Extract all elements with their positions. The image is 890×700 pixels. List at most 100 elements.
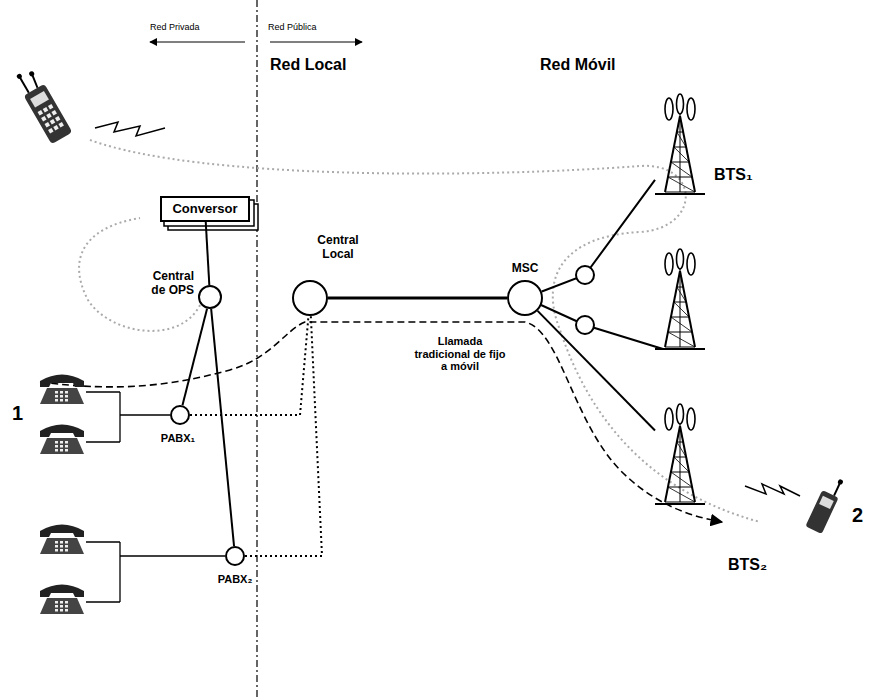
phone-key xyxy=(60,441,63,444)
phone-key xyxy=(55,545,58,548)
node-outline xyxy=(226,547,244,565)
network-link xyxy=(542,180,655,292)
mast-brace xyxy=(677,442,683,443)
mast-brace xyxy=(677,287,686,302)
antenna-panel xyxy=(665,408,673,430)
phone-key xyxy=(65,605,68,608)
antenna-tip xyxy=(837,479,844,486)
desk-phone xyxy=(40,425,84,455)
mast-brace xyxy=(665,347,695,348)
antenna-panel xyxy=(665,98,673,120)
mast-brace xyxy=(674,147,689,162)
phone-key xyxy=(60,445,63,448)
network-divider xyxy=(256,0,257,700)
phone-wire xyxy=(86,601,120,602)
node-label: BTS₁ xyxy=(714,166,753,184)
phone-body xyxy=(40,438,84,454)
node-outline xyxy=(170,405,190,425)
callout-number: 2 xyxy=(852,504,863,527)
phone-key xyxy=(55,445,58,448)
mast-brace xyxy=(668,487,695,502)
phone-key xyxy=(50,119,55,124)
phone-key xyxy=(65,609,68,612)
mast-leg xyxy=(665,271,680,347)
node-label: MSC xyxy=(512,262,539,276)
mast-brace xyxy=(674,457,686,458)
phone-key xyxy=(55,391,58,394)
phone-key xyxy=(55,601,58,604)
phone-key xyxy=(60,449,63,452)
network-link xyxy=(328,297,507,300)
phone-key xyxy=(60,549,63,552)
phone-key xyxy=(45,122,50,127)
antenna-panel xyxy=(687,253,695,275)
phone-key xyxy=(38,110,43,115)
converter-box: Conversor xyxy=(160,196,250,222)
antenna-panel xyxy=(687,98,695,120)
node-outline xyxy=(199,286,221,308)
phone-key xyxy=(55,609,58,612)
phone-key xyxy=(55,605,58,608)
mast-brace xyxy=(671,472,689,473)
antenna-panel xyxy=(677,249,684,269)
pabx-node: PABX₁ xyxy=(170,405,190,425)
phone-wire xyxy=(86,441,120,442)
phone-key xyxy=(55,441,58,444)
phone-wire xyxy=(120,414,170,415)
callout-number: 1 xyxy=(12,402,23,425)
phone-body xyxy=(24,84,73,144)
phone-key xyxy=(65,399,68,402)
local-exchange: Central Local xyxy=(292,280,328,316)
node-label: PABX₁ xyxy=(161,432,195,445)
phone-key xyxy=(65,541,68,544)
mast-brace xyxy=(668,177,692,178)
mast-brace xyxy=(665,502,695,503)
mast-brace xyxy=(671,162,689,163)
phone-key xyxy=(60,605,63,608)
antenna-tip xyxy=(28,70,35,77)
mast-leg xyxy=(665,426,680,502)
phone-key xyxy=(60,541,63,544)
phone-key xyxy=(46,113,51,118)
phone-key xyxy=(48,128,53,133)
phone-key xyxy=(55,395,58,398)
phone-key xyxy=(65,395,68,398)
base-station-tower xyxy=(655,249,705,349)
network-title: Red Móvil xyxy=(540,56,616,74)
direction-arrow xyxy=(270,42,362,43)
antenna-panel xyxy=(687,408,695,430)
phone-key xyxy=(65,445,68,448)
mast-brace xyxy=(671,317,692,332)
phone-key xyxy=(43,107,48,112)
tower-icon xyxy=(655,92,705,200)
phone-wire xyxy=(86,541,120,542)
node-outline xyxy=(293,281,327,315)
ops-exchange: Central de OPS xyxy=(198,285,222,309)
tower-base xyxy=(655,193,705,195)
mast-brace xyxy=(668,332,695,347)
network-zone-label: Red Privada xyxy=(150,22,200,32)
network-link xyxy=(585,325,663,349)
network-link xyxy=(211,309,234,546)
node-label: BTS₂ xyxy=(728,556,767,574)
mast-brace xyxy=(671,317,689,318)
phone-key xyxy=(55,549,58,552)
node-label: Conversor xyxy=(172,202,237,217)
msc-node: MSC xyxy=(507,280,543,316)
mast-brace xyxy=(677,287,683,288)
cordless-phone xyxy=(13,65,73,144)
mast-brace xyxy=(674,457,689,472)
antenna-panel xyxy=(677,94,684,114)
phone-body xyxy=(805,490,838,534)
mast-brace xyxy=(671,472,692,487)
phone-key xyxy=(48,104,53,109)
network-title: Red Local xyxy=(270,56,346,74)
node-outline xyxy=(225,546,245,566)
phone-handset xyxy=(40,585,84,598)
mast-leg xyxy=(680,116,695,192)
mast-brace xyxy=(677,132,686,147)
phone-key xyxy=(65,391,68,394)
node-outline xyxy=(508,281,542,315)
phone-key xyxy=(60,609,63,612)
antenna-panel xyxy=(677,404,684,424)
